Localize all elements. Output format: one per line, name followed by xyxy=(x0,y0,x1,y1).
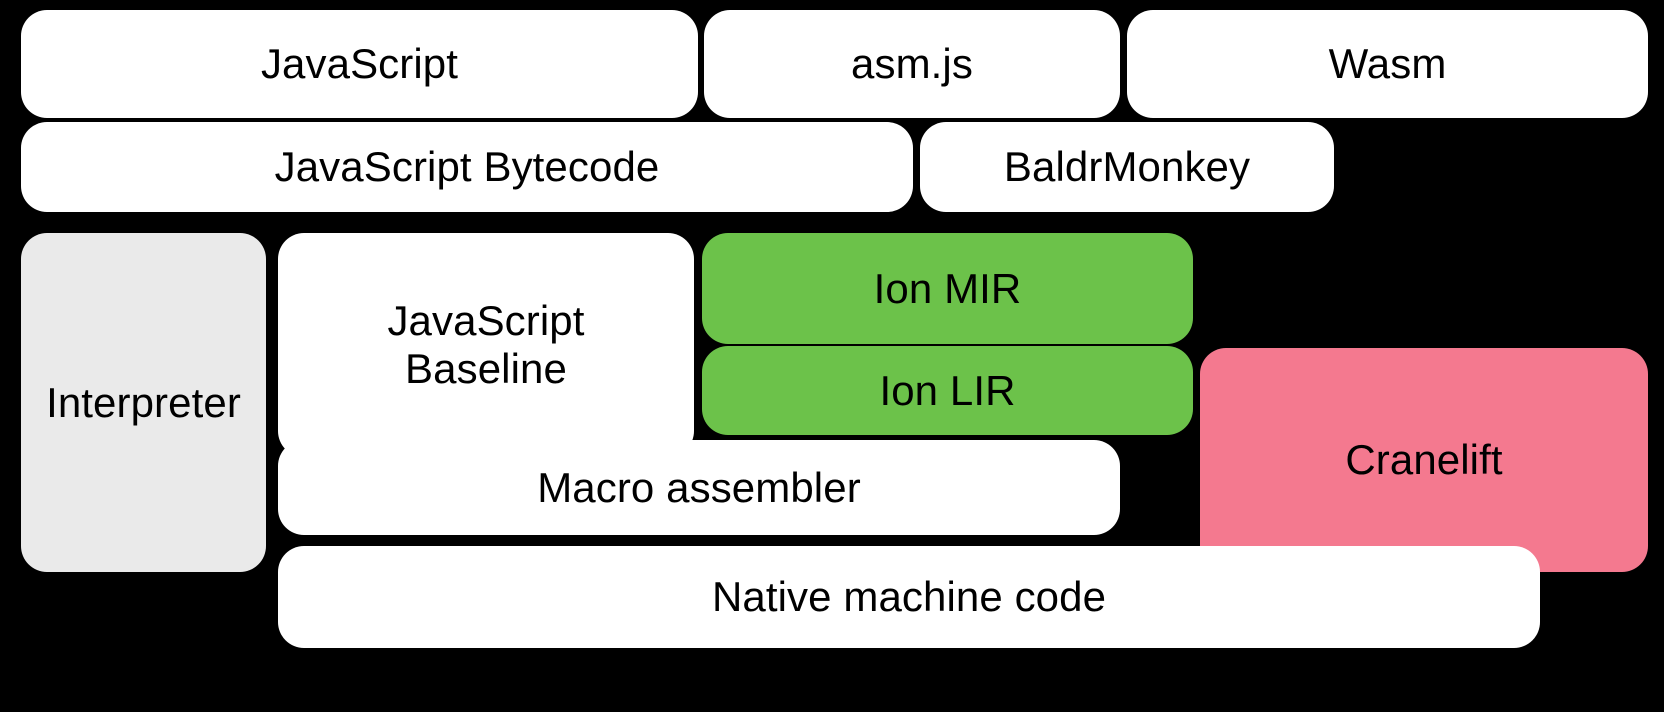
node-ion-mir: Ion MIR xyxy=(702,233,1193,344)
node-macro-assembler: Macro assembler xyxy=(278,440,1120,535)
node-javascript: JavaScript xyxy=(21,10,698,118)
node-baldrmonkey: BaldrMonkey xyxy=(920,122,1334,212)
node-asmjs: asm.js xyxy=(704,10,1120,118)
node-javascript-baseline: JavaScript Baseline xyxy=(278,233,694,457)
node-ion-lir: Ion LIR xyxy=(702,346,1193,435)
node-javascript-bytecode: JavaScript Bytecode xyxy=(21,122,913,212)
node-interpreter: Interpreter xyxy=(21,233,266,572)
node-wasm: Wasm xyxy=(1127,10,1648,118)
node-native-machine-code: Native machine code xyxy=(278,546,1540,648)
node-cranelift: Cranelift xyxy=(1200,348,1648,572)
